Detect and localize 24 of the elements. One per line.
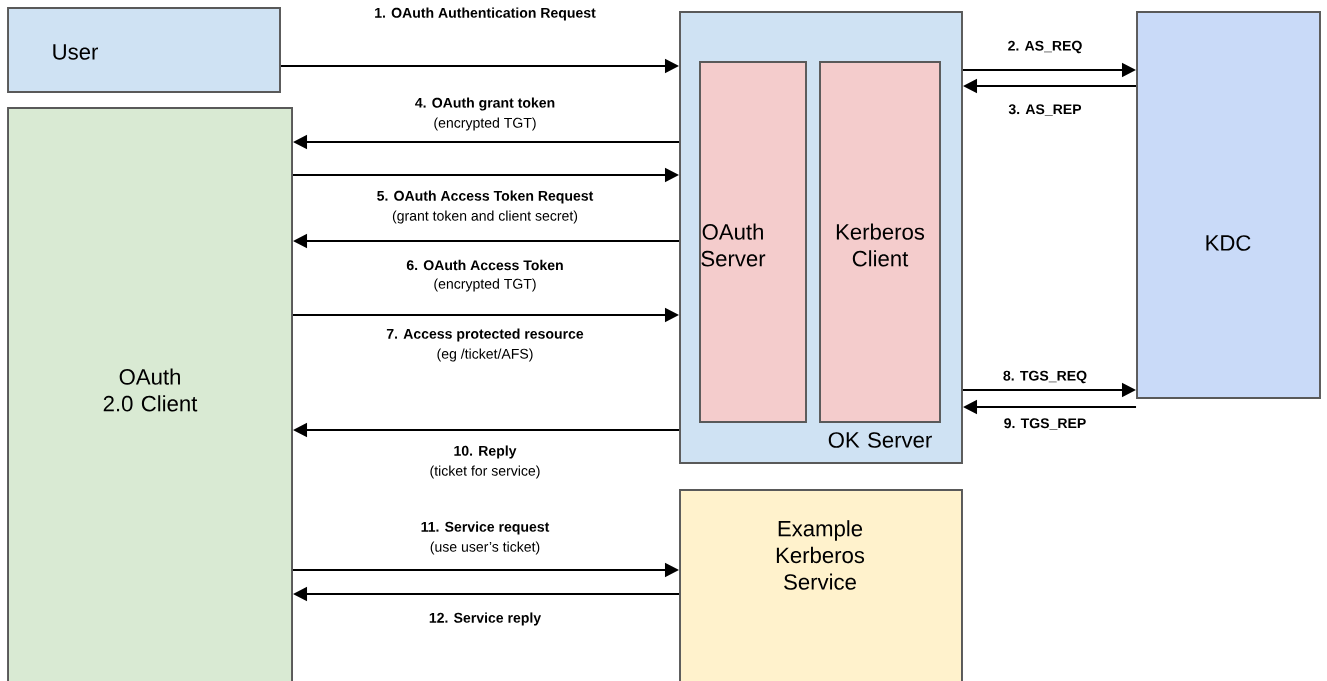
edge-label: 8. TGS_REQ xyxy=(1001,368,1089,386)
user-box: User xyxy=(7,7,281,93)
client-box: OAuth 2.0 Client xyxy=(7,107,293,681)
edge-label: 4. OAuth grant token xyxy=(413,95,557,113)
edge-note: (ticket for service) xyxy=(427,463,543,481)
edge-note: (use user’s ticket) xyxy=(428,539,542,557)
edge-label: 5. OAuth Access Token Request xyxy=(374,188,596,206)
service-box: Example Kerberos Service xyxy=(679,489,963,681)
edge-label: 11. Service request xyxy=(418,519,552,537)
edge-label: 3. AS_REP xyxy=(1006,102,1084,118)
edge-note: (eg /ticket/AFS) xyxy=(434,346,536,364)
edge-label: 2. AS_REQ xyxy=(1005,38,1085,56)
edge-label: 12. Service reply xyxy=(427,610,543,628)
kdc-box: KDC xyxy=(1136,11,1321,399)
edge-label: 6. OAuth Access Token xyxy=(404,258,566,272)
edge-label: 7. Access protected resource xyxy=(384,326,586,344)
edge-label: 1. OAuth Authentication Request xyxy=(372,5,598,23)
server-module-box: OAuth Server xyxy=(699,61,807,423)
edge-label: 10. Reply xyxy=(451,443,519,461)
edge-note: (encrypted TGT) xyxy=(431,115,539,133)
edge-label: 9. TGS_REP xyxy=(1001,416,1089,432)
edge-note: (encrypted TGT) xyxy=(431,276,539,294)
client-module-box: Kerberos Client xyxy=(819,61,941,423)
edge-note: (grant token and client secret) xyxy=(390,208,580,226)
